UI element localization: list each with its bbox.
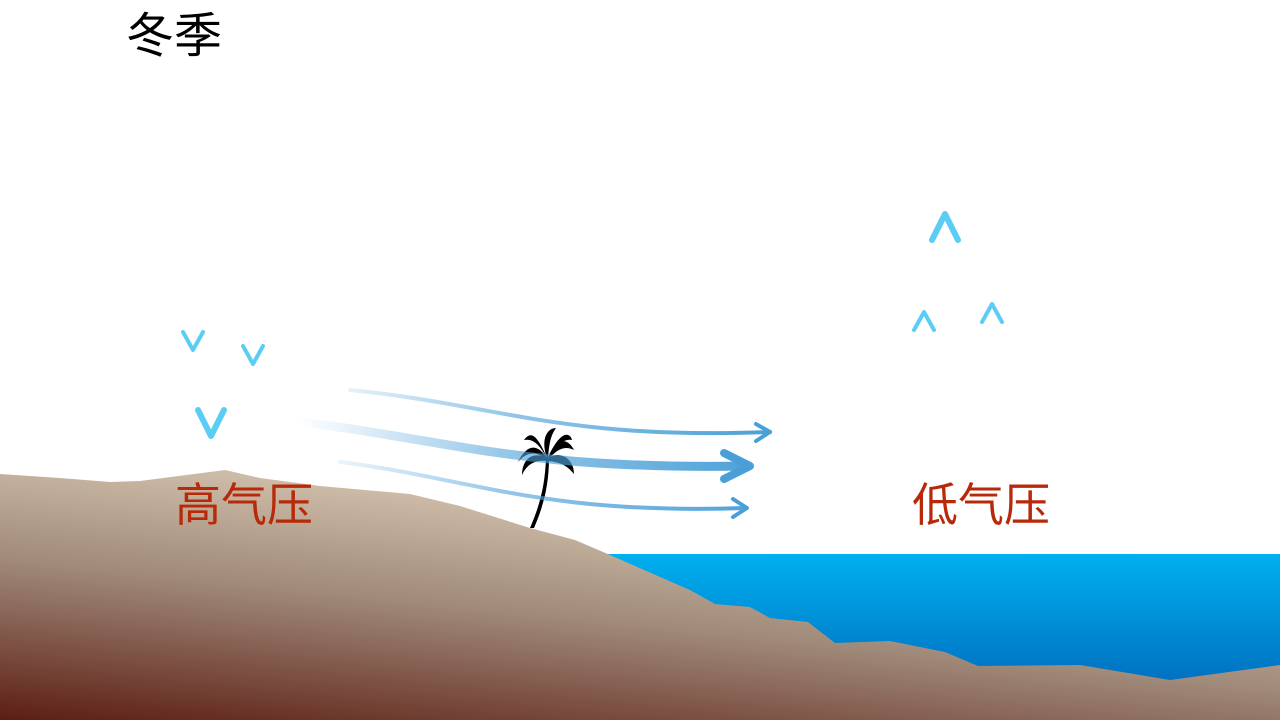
low-pressure-label: 低气压 bbox=[912, 478, 1050, 532]
wind-arrow-icon bbox=[295, 417, 754, 483]
winter-monsoon-wind-arrows bbox=[295, 388, 772, 519]
down-arrow-icon bbox=[241, 208, 265, 366]
wind-arrow-icon bbox=[348, 388, 772, 443]
palm-tree-icon bbox=[518, 428, 574, 528]
ascending-air-arrows bbox=[912, 211, 1004, 467]
land bbox=[0, 470, 1280, 720]
up-arrow-icon bbox=[980, 302, 1004, 462]
wind-arrow-icon bbox=[338, 460, 749, 519]
descending-air-arrows bbox=[181, 193, 265, 439]
down-arrow-icon bbox=[181, 193, 205, 352]
high-pressure-label: 高气压 bbox=[175, 478, 313, 532]
up-arrow-icon bbox=[929, 211, 961, 453]
up-arrow-icon bbox=[912, 310, 936, 467]
down-arrow-icon bbox=[195, 197, 227, 439]
season-title: 冬季 bbox=[126, 8, 223, 64]
